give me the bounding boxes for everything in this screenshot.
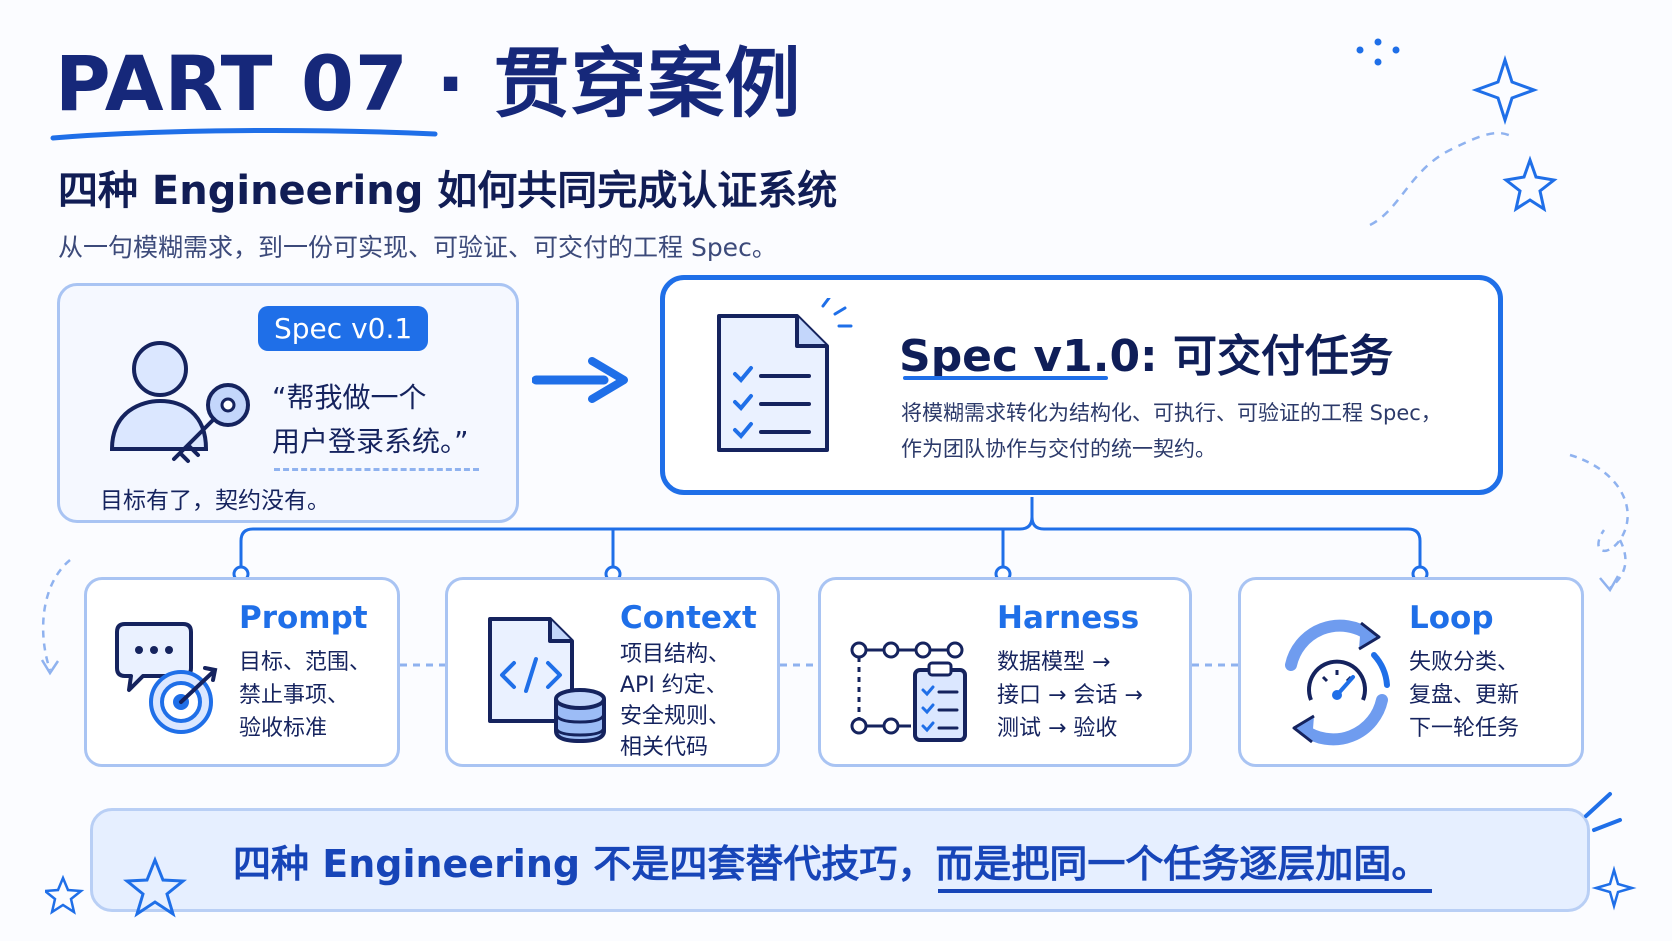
decor-bottom-left-stars xyxy=(45,855,187,918)
tree-connectors xyxy=(232,497,1429,583)
pillar-line: 相关代码 xyxy=(620,735,709,760)
code-file-database-icon xyxy=(488,617,606,744)
pillar-title-prompt: Prompt xyxy=(239,600,368,636)
page-tagline: 从一句模糊需求，到一份可实现、可验证、可交付的工程 Spec。 xyxy=(58,233,777,262)
summary-part-2: 而是把同一个任务逐层加固。 xyxy=(935,842,1430,886)
pillar-title-harness: Harness xyxy=(997,600,1140,636)
quote-underline xyxy=(274,468,479,471)
arrow-right-icon xyxy=(532,357,628,403)
spec-v10-description: 将模糊需求转化为结构化、可执行、可验证的工程 Spec， 作为团队协作与交付的统… xyxy=(901,395,1442,467)
page-title: PART 07 · 贯穿案例 xyxy=(55,39,802,128)
summary-underline xyxy=(938,889,1433,893)
pipeline-clipboard-icon xyxy=(850,641,967,742)
chat-target-icon xyxy=(115,622,218,734)
page-subtitle: 四种 Engineering 如何共同完成认证系统 xyxy=(58,168,838,214)
pillar-line: 安全规则、 xyxy=(620,704,731,729)
summary-banner: 四种 Engineering 不是四套替代技巧，而是把同一个任务逐层加固。 xyxy=(90,808,1590,912)
pillar-line: 复盘、更新 xyxy=(1409,683,1520,708)
pillar-text-context: 项目结构、 API 约定、 安全规则、 相关代码 xyxy=(620,639,730,763)
card-spec-v01: Spec v0.1 “帮我做一个 用户登录系统。” 目标有了，契约没有。 xyxy=(57,283,519,523)
pillar-card-context: Context 项目结构、 API 约定、 安全规则、 相关代码 xyxy=(445,577,780,767)
pillar-line: 目标、范围、 xyxy=(239,650,372,675)
user-key-icon xyxy=(109,341,250,463)
pillar-text-harness: 数据模型 → 接口 → 会话 → 测试 → 验收 xyxy=(997,646,1143,745)
quote-line-1: “帮我做一个 xyxy=(272,381,427,414)
title-underline xyxy=(50,128,438,141)
pillar-text-loop: 失败分类、 复盘、更新 下一轮任务 xyxy=(1409,646,1519,745)
pillar-line: 验收标准 xyxy=(239,716,328,741)
pillar-line: 接口 → 会话 → xyxy=(997,683,1143,708)
pillar-title-context: Context xyxy=(620,600,757,636)
pillar-card-loop: Loop 失败分类、 复盘、更新 下一轮任务 xyxy=(1238,577,1584,767)
pillar-text-prompt: 目标、范围、 禁止事项、 验收标准 xyxy=(239,646,371,745)
pillar-line: 下一轮任务 xyxy=(1409,716,1520,741)
refresh-gauge-icon xyxy=(1285,619,1390,746)
pillar-links xyxy=(400,663,1238,667)
pillar-card-prompt: Prompt 目标、范围、 禁止事项、 验收标准 xyxy=(84,577,400,767)
start-note: 目标有了，契约没有。 xyxy=(100,488,330,514)
checklist-document-icon xyxy=(717,298,853,452)
pillar-title-loop: Loop xyxy=(1409,600,1494,636)
spec-desc-line-2: 作为团队协作与交付的统一契约。 xyxy=(901,437,1216,461)
card-spec-v10: Spec v1.0: 可交付任务 将模糊需求转化为结构化、可执行、可验证的工程 … xyxy=(660,275,1503,495)
spec-v01-badge: Spec v0.1 xyxy=(258,306,429,351)
summary-text: 四种 Engineering 不是四套替代技巧，而是把同一个任务逐层加固。 xyxy=(233,833,1429,888)
pillar-line: 失败分类、 xyxy=(1409,650,1520,675)
spec-desc-line-1: 将模糊需求转化为结构化、可执行、可验证的工程 Spec， xyxy=(901,401,1442,425)
decor-left-swoop xyxy=(40,559,71,676)
spec-title-underline xyxy=(903,376,1108,380)
decor-right-swoop xyxy=(1569,453,1629,593)
pillar-line: 项目结构、 xyxy=(620,642,731,667)
spec-v10-title: Spec v1.0: 可交付任务 xyxy=(899,331,1393,382)
requirement-quote: “帮我做一个 用户登录系统。” xyxy=(272,376,469,464)
pillar-card-harness: Harness 数据模型 → 接口 → 会话 → 测试 → 验收 xyxy=(818,577,1192,767)
quote-line-2: 用户登录系统。” xyxy=(272,425,469,458)
pillar-line: API 约定、 xyxy=(620,673,728,698)
decor-top-right xyxy=(1356,38,1558,227)
pillar-line: 测试 → 验收 xyxy=(997,716,1118,741)
summary-part-1: 四种 Engineering 不是四套替代技巧， xyxy=(233,842,936,886)
pillar-line: 禁止事项、 xyxy=(239,683,350,708)
pillar-line: 数据模型 → xyxy=(997,650,1111,675)
decor-bottom-right xyxy=(1584,792,1637,911)
